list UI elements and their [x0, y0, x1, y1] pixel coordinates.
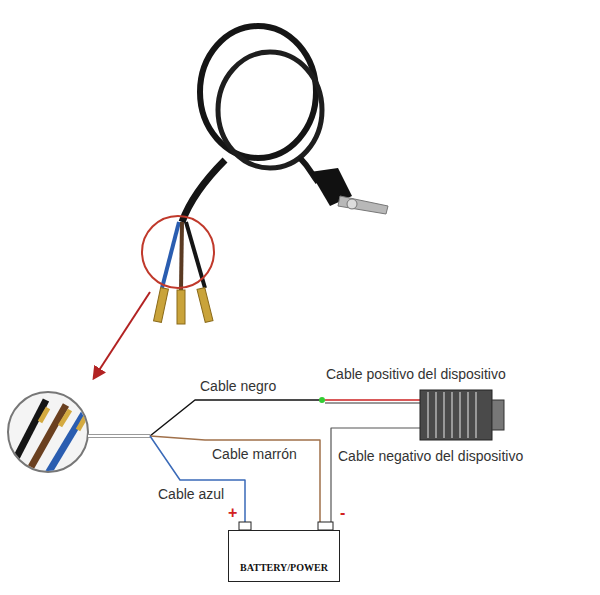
terminal-sign: + — [228, 503, 237, 522]
wire-label: Cable positivo del dispositivo — [326, 366, 506, 383]
wire-label: Cable azul — [158, 486, 224, 503]
device-symbol — [420, 390, 504, 440]
terminal — [239, 522, 251, 530]
battery-label: BATTERY/POWER — [240, 562, 328, 581]
battery-box: BATTERY/POWER — [228, 530, 340, 582]
cable-photo — [94, 26, 388, 378]
wire-label: Cable negro — [200, 378, 276, 395]
zoom-circle — [8, 392, 88, 480]
terminal — [318, 522, 333, 530]
terminal-sign: - — [340, 503, 345, 522]
wire-label: Cable negativo del dispositivo — [338, 448, 523, 465]
wire-label: Cable marrón — [212, 446, 297, 463]
